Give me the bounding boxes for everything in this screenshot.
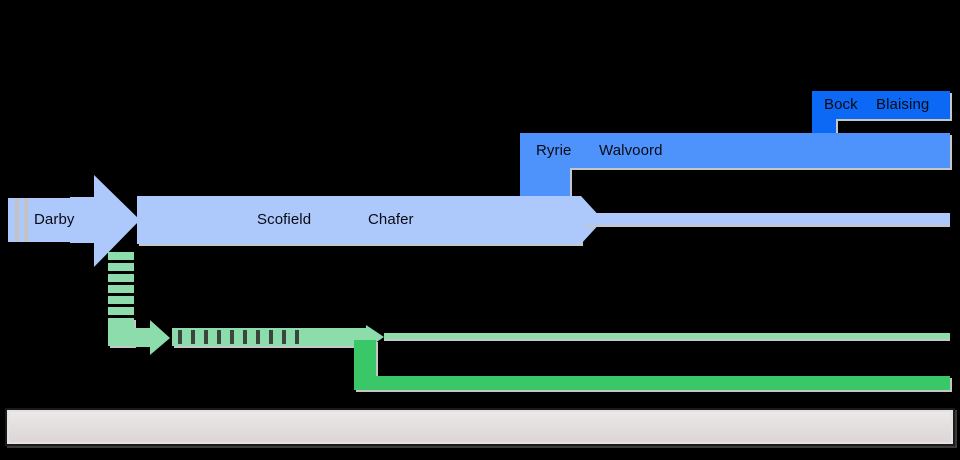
- darby-label: Darby: [34, 211, 75, 228]
- green-elbow-arrowhead: [132, 320, 170, 355]
- green-bottom-stem: [354, 340, 376, 376]
- scofield-label: Scofield: [257, 211, 312, 228]
- green-stem-elbow: [108, 318, 134, 346]
- darby-arrowhead: [70, 175, 140, 267]
- scofield-chafer-bar[interactable]: [137, 196, 581, 244]
- walvoord-label: Walvoord: [599, 142, 663, 159]
- green-middle-ticks: [178, 330, 308, 344]
- blaising-label: Blaising: [876, 96, 930, 113]
- bock-blaising-stem: [812, 119, 836, 137]
- bock-blaising-bar[interactable]: [812, 91, 950, 119]
- timeline-axis-tray[interactable]: [5, 408, 955, 446]
- ryrie-label: Ryrie: [536, 142, 572, 159]
- darby-divider-1: [15, 198, 19, 242]
- chafer-label: Chafer: [368, 211, 414, 228]
- ryrie-walvoord-bar[interactable]: [520, 133, 950, 168]
- green-bottom-bar[interactable]: [354, 376, 950, 390]
- timeline-axis-surface: [9, 412, 951, 442]
- darby-divider-2: [24, 198, 28, 242]
- green-stem-segmented: [108, 252, 134, 320]
- scofield-chafer-tail-line: [585, 213, 950, 225]
- ryrie-walvoord-stem: [520, 168, 570, 196]
- bock-label: Bock: [824, 96, 858, 113]
- green-middle-tail-line: [384, 333, 950, 339]
